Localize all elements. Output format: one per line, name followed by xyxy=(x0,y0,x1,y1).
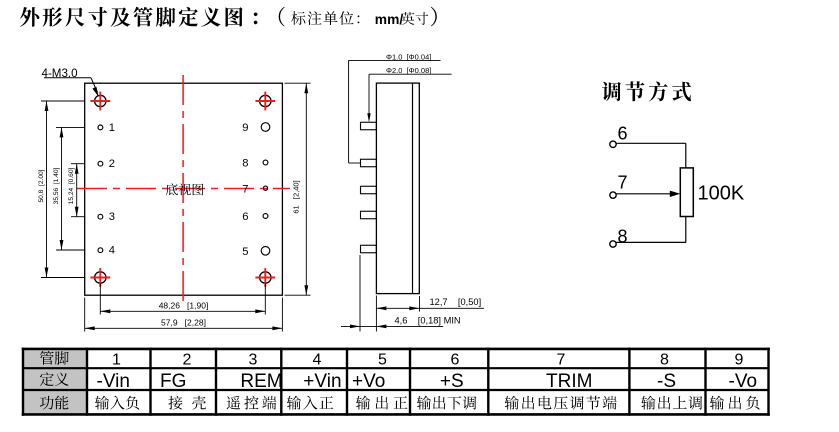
svg-text:4: 4 xyxy=(313,351,322,368)
svg-text:35,56 [1.40]: 35,56 [1.40] xyxy=(53,168,60,205)
svg-text:6: 6 xyxy=(618,123,628,143)
svg-text:4-M3.0: 4-M3.0 xyxy=(42,67,78,80)
svg-text:4,6 [0,18] MIN: 4,6 [0,18] MIN xyxy=(395,316,461,326)
svg-text:61 [2,40]: 61 [2,40] xyxy=(292,180,301,213)
svg-text:1: 1 xyxy=(109,122,115,134)
svg-text:+Vo: +Vo xyxy=(352,371,385,392)
svg-text:Φ2.0 [Φ0.08]: Φ2.0 [Φ0.08] xyxy=(386,66,431,75)
svg-text:6: 6 xyxy=(451,351,460,368)
svg-text:-Vo: -Vo xyxy=(729,371,758,392)
svg-text:6: 6 xyxy=(242,211,248,223)
svg-text:9: 9 xyxy=(242,122,248,134)
svg-text:8: 8 xyxy=(660,351,669,368)
svg-text:-S: -S xyxy=(657,371,676,392)
svg-text:12,7 [0,50]: 12,7 [0,50] xyxy=(430,297,482,307)
svg-text:57,9 [2,28]: 57,9 [2,28] xyxy=(161,317,206,327)
svg-text:15,24 [0.60]: 15,24 [0.60] xyxy=(68,168,75,205)
svg-text:2: 2 xyxy=(183,351,192,368)
svg-text:mm/: mm/ xyxy=(375,12,404,27)
svg-text:48,26 [1,90]: 48,26 [1,90] xyxy=(159,300,209,310)
svg-text:2: 2 xyxy=(109,158,115,170)
svg-text:-Vin: -Vin xyxy=(97,371,130,392)
svg-text:Φ1.0 [Φ0.04]: Φ1.0 [Φ0.04] xyxy=(386,52,431,61)
svg-text:4: 4 xyxy=(109,245,115,257)
svg-text:7: 7 xyxy=(557,351,566,368)
svg-text:9: 9 xyxy=(735,351,744,368)
svg-text:1: 1 xyxy=(112,351,121,368)
svg-text:REM: REM xyxy=(240,371,282,392)
svg-text:+Vin: +Vin xyxy=(303,371,341,392)
svg-text:3: 3 xyxy=(249,351,258,368)
svg-text:3: 3 xyxy=(109,211,115,223)
svg-text:TRIM: TRIM xyxy=(546,371,592,392)
svg-text:5: 5 xyxy=(242,246,248,258)
svg-text:50,8 [2.00]: 50,8 [2.00] xyxy=(38,169,45,202)
svg-text:100K: 100K xyxy=(698,182,745,204)
svg-text:+S: +S xyxy=(440,371,464,392)
svg-text:FG: FG xyxy=(160,371,186,392)
svg-text:5: 5 xyxy=(378,351,387,368)
svg-text:8: 8 xyxy=(242,158,248,170)
svg-text:8: 8 xyxy=(618,226,628,246)
svg-text:7: 7 xyxy=(242,183,248,195)
svg-text:7: 7 xyxy=(618,173,628,193)
